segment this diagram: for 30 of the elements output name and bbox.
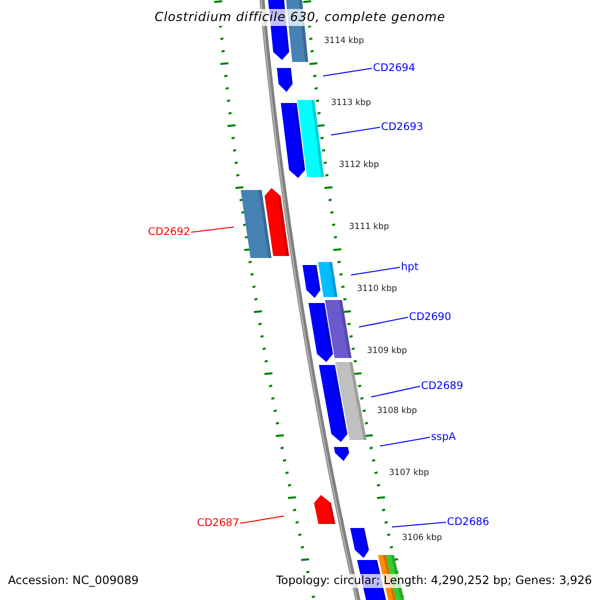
tick-label: 3110 kbp (357, 284, 398, 294)
tick-label: 3111 kbp (349, 222, 390, 232)
leader-line (392, 522, 446, 528)
gene-label: CD2694 (373, 62, 416, 75)
leader-line (380, 436, 430, 446)
tick-label: 3112 kbp (339, 160, 380, 170)
accession-text: Accession: NC_009089 (8, 574, 139, 588)
gene-label: CD2692 (148, 226, 190, 239)
leader-line (330, 126, 380, 136)
leader-line (322, 68, 372, 76)
leader-line (358, 316, 408, 328)
gene-label: CD2690 (409, 311, 452, 324)
gene-label: CD2689 (421, 380, 464, 393)
leader-line (240, 516, 284, 524)
tick-label: 3113 kbp (331, 98, 372, 108)
title: Clostridium difficile 630, complete genome (154, 9, 446, 24)
gene-label: CD2687 (197, 517, 240, 530)
gene-label: hpt (401, 261, 418, 274)
gene-label: CD2693 (381, 121, 424, 134)
leader-line (350, 266, 400, 276)
tick-label: 3107 kbp (389, 468, 430, 478)
tick-label: 3114 kbp (324, 36, 364, 46)
tick-label: 3109 kbp (367, 346, 408, 356)
genome-summary: Topology: circular; Length: 4,290,252 bp; Genes: 3,926 (276, 574, 592, 588)
tick-label: 3106 kbp (402, 533, 442, 544)
tick-label: 3108 kbp (377, 406, 418, 416)
gene-label: sspA (431, 431, 456, 444)
leader-line (190, 226, 234, 233)
leader-line (370, 386, 420, 398)
gene-label: CD2686 (447, 516, 490, 529)
